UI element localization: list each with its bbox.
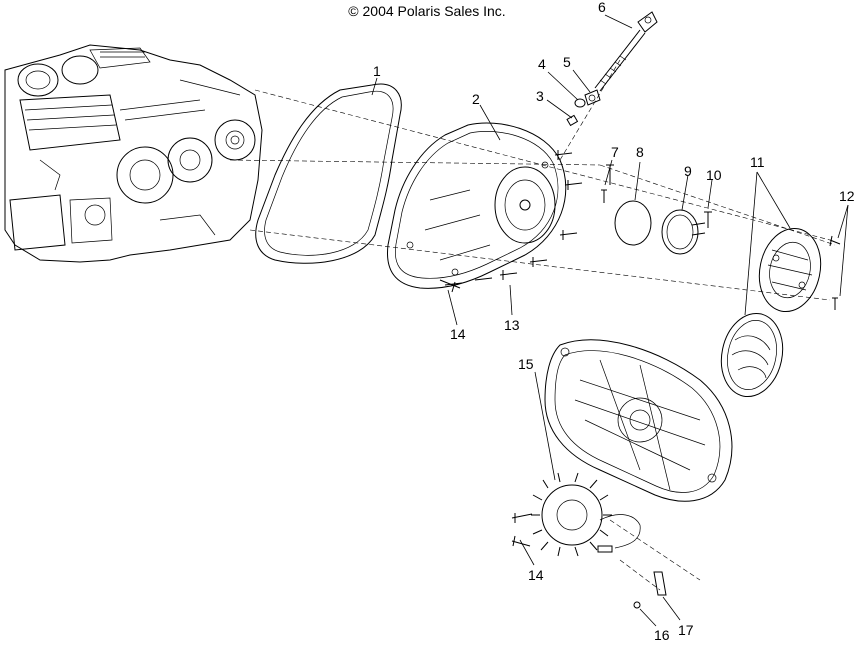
assembly-guide-lines — [229, 59, 836, 591]
part-bracket — [633, 571, 667, 609]
callout-13: 13 — [504, 317, 520, 333]
part-clutch-cover-outer — [386, 122, 567, 293]
callout-11: 11 — [750, 154, 765, 170]
part-stator — [531, 472, 641, 557]
callout-3: 3 — [536, 88, 544, 104]
callout-14-lower: 14 — [528, 567, 544, 583]
callout-16: 16 — [654, 627, 670, 643]
part-cover-screws — [829, 235, 841, 310]
callout-8: 8 — [636, 144, 644, 160]
callout-1: 1 — [373, 63, 381, 79]
callout-6: 6 — [598, 0, 606, 15]
callout-numbers: 1 2 3 4 5 6 7 8 9 10 11 12 13 14 14 15 1… — [373, 0, 854, 643]
stator-bolts — [511, 513, 533, 547]
part-gasket — [255, 83, 402, 264]
engine-crankcase — [4, 44, 263, 263]
part-seal-ring — [661, 209, 699, 255]
callout-12: 12 — [839, 188, 854, 204]
part-adjuster-hardware — [566, 89, 601, 127]
part-long-rod — [594, 11, 658, 92]
part-o-ring — [614, 200, 652, 246]
callout-17: 17 — [678, 622, 694, 638]
callout-9: 9 — [684, 163, 692, 179]
part-small-screw — [704, 211, 712, 228]
callout-10: 10 — [706, 167, 722, 183]
part-pin — [601, 189, 607, 203]
copyright-notice: © 2004 Polaris Sales Inc. — [348, 3, 506, 19]
callout-15: 15 — [518, 356, 534, 372]
part-inner-cover — [544, 339, 733, 502]
callout-leaders — [371, 14, 849, 627]
callout-4: 4 — [538, 56, 546, 72]
callout-14-upper: 14 — [450, 326, 466, 342]
part-inspection-covers — [720, 227, 822, 398]
callout-5: 5 — [563, 54, 571, 70]
callout-2: 2 — [472, 91, 480, 107]
callout-7: 7 — [611, 144, 619, 160]
